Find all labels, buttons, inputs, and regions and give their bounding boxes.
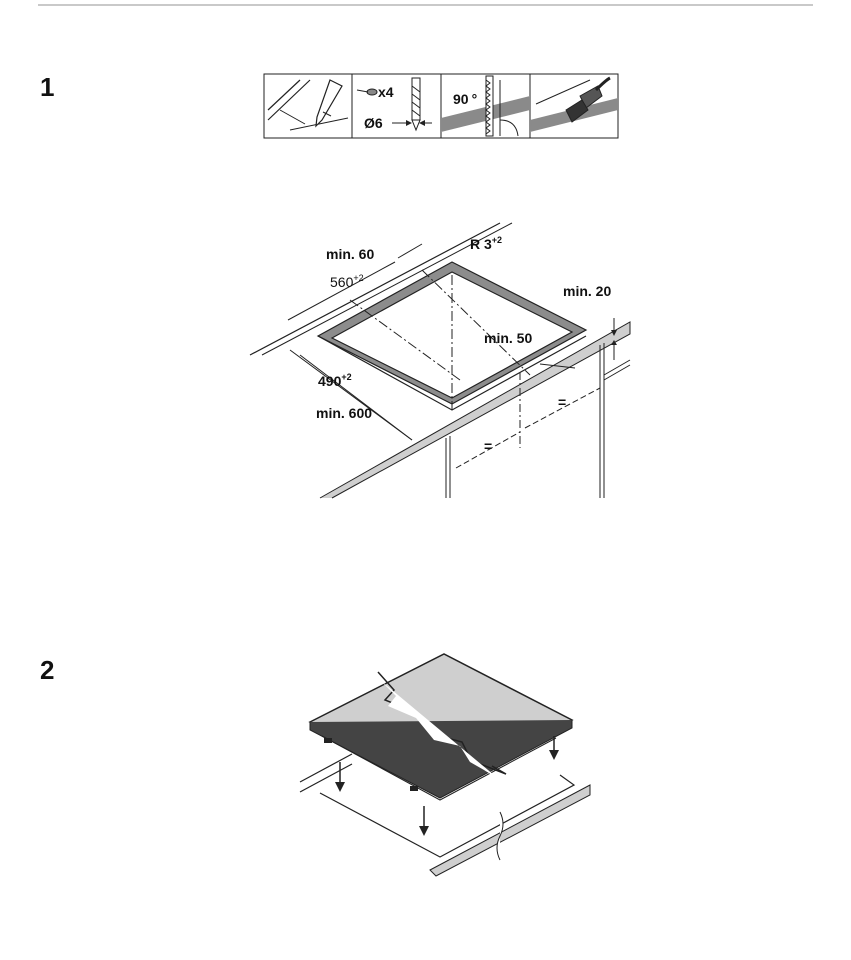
down-arrow-icon — [335, 736, 559, 836]
dim-min-20: min. 20 — [563, 283, 611, 299]
dim-min-600: min. 600 — [316, 405, 372, 421]
worktop-back-edge — [249, 222, 501, 356]
step-number-1: 1 — [40, 72, 55, 102]
dim-min-60: min. 60 — [326, 246, 374, 262]
drill-icon: x4 Ø6 — [356, 77, 432, 132]
jigsaw-icon: 90° — [441, 75, 530, 137]
dim-490: 490+2 — [318, 372, 352, 389]
step-number-2: 2 — [40, 655, 55, 685]
cutout-frame — [316, 261, 588, 405]
top-divider — [38, 4, 813, 6]
cutout-outline — [319, 774, 576, 858]
drill-diameter-label: Ø6 — [364, 115, 383, 131]
dim-radius: R 3+2 — [470, 235, 502, 252]
dim-560: 560+2 — [330, 273, 364, 290]
brush-sealing-icon — [530, 76, 618, 132]
worktop-front-edge — [319, 321, 631, 499]
drill-quantity-label: x4 — [378, 84, 394, 100]
pencil-marking-icon — [267, 79, 349, 131]
dim-min-50: min. 50 — [484, 330, 532, 346]
worktop-edge — [429, 784, 591, 877]
angle-label: 90° — [453, 91, 477, 107]
dim-equal-left: = — [484, 438, 492, 454]
dim-equal-right: = — [558, 394, 566, 410]
